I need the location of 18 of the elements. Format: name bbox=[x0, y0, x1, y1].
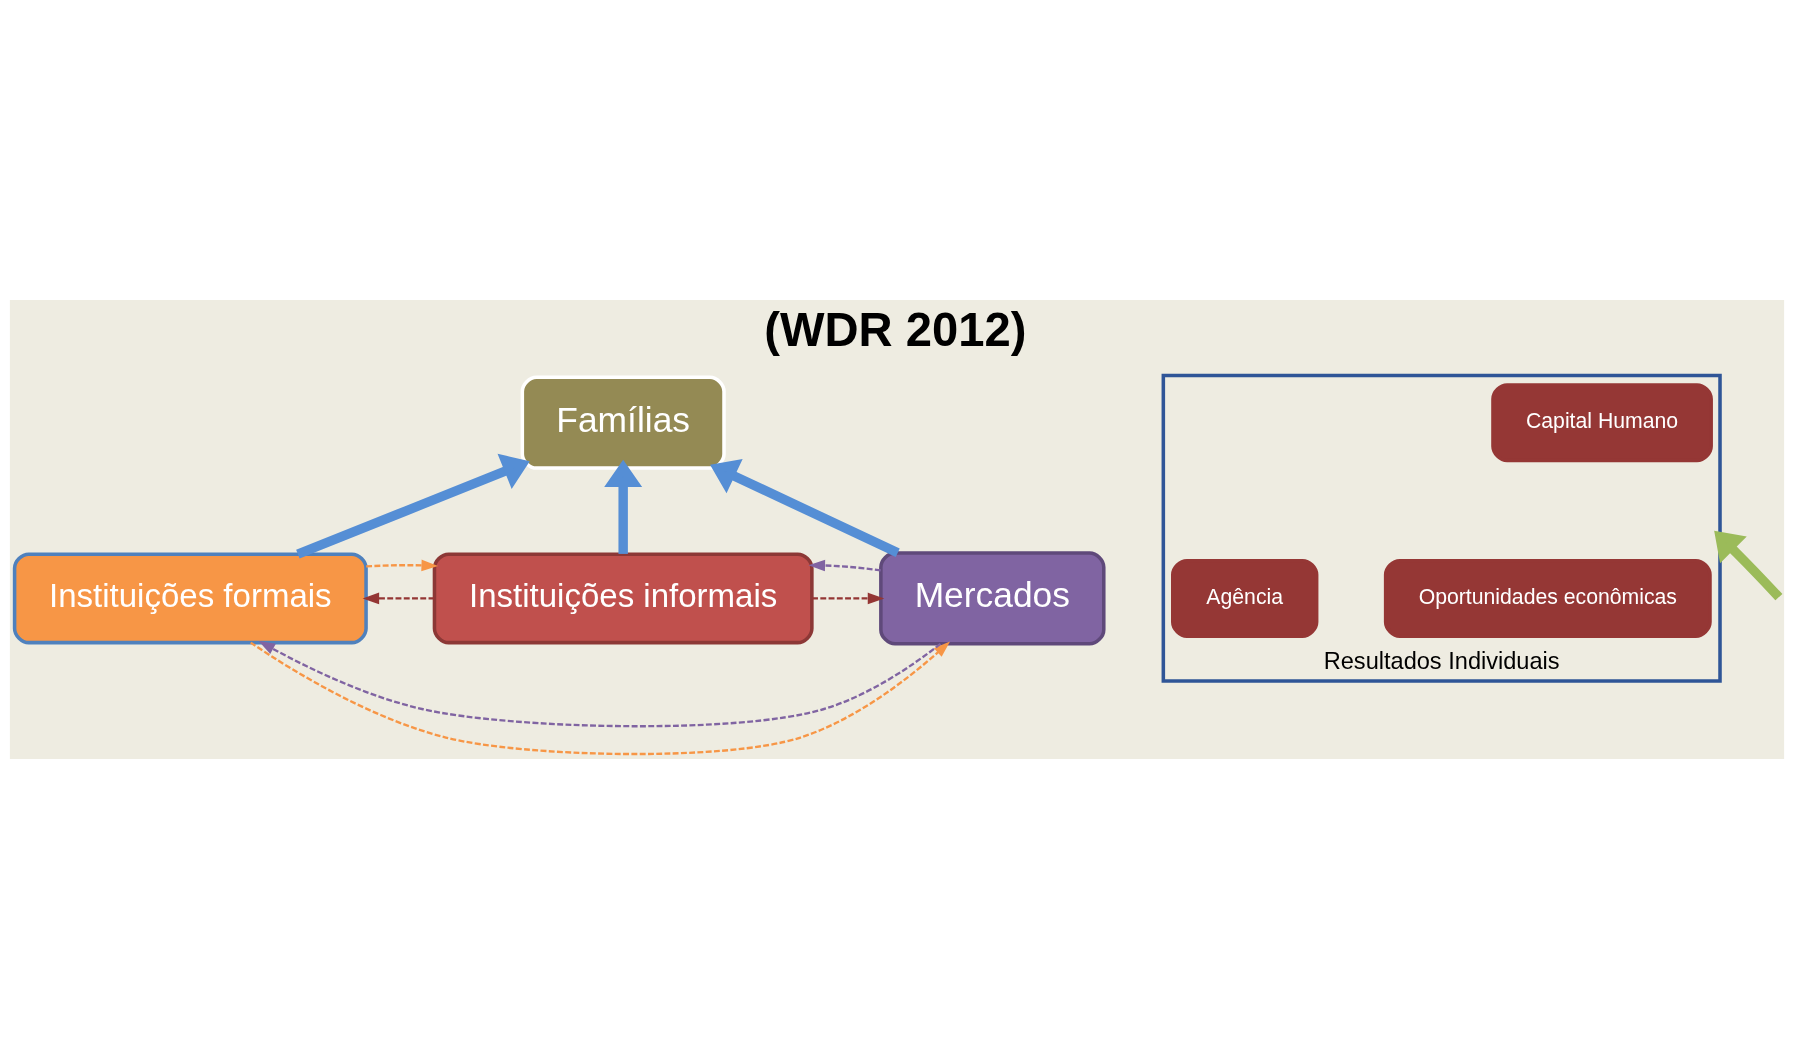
diagram-title: (WDR 2012) bbox=[764, 302, 1027, 356]
node-box: Capital Humano bbox=[1491, 382, 1713, 462]
arrow bbox=[366, 559, 438, 571]
node-box: Mercados bbox=[879, 550, 1106, 646]
arrow bbox=[258, 640, 942, 727]
node-box: Agência bbox=[1171, 558, 1319, 638]
arrow bbox=[604, 459, 643, 554]
node-box: Oportunidades econômicas bbox=[1383, 558, 1712, 638]
arrow bbox=[250, 640, 951, 755]
node-box: Instituições formais bbox=[12, 551, 368, 644]
arrow bbox=[296, 453, 530, 559]
arrow bbox=[812, 592, 885, 604]
arrow bbox=[808, 559, 881, 572]
node-box: Famílias bbox=[520, 375, 726, 470]
arrow bbox=[710, 458, 900, 557]
node-box: Instituições informais bbox=[432, 551, 814, 644]
arrow bbox=[362, 592, 435, 604]
arrow bbox=[1714, 530, 1783, 600]
